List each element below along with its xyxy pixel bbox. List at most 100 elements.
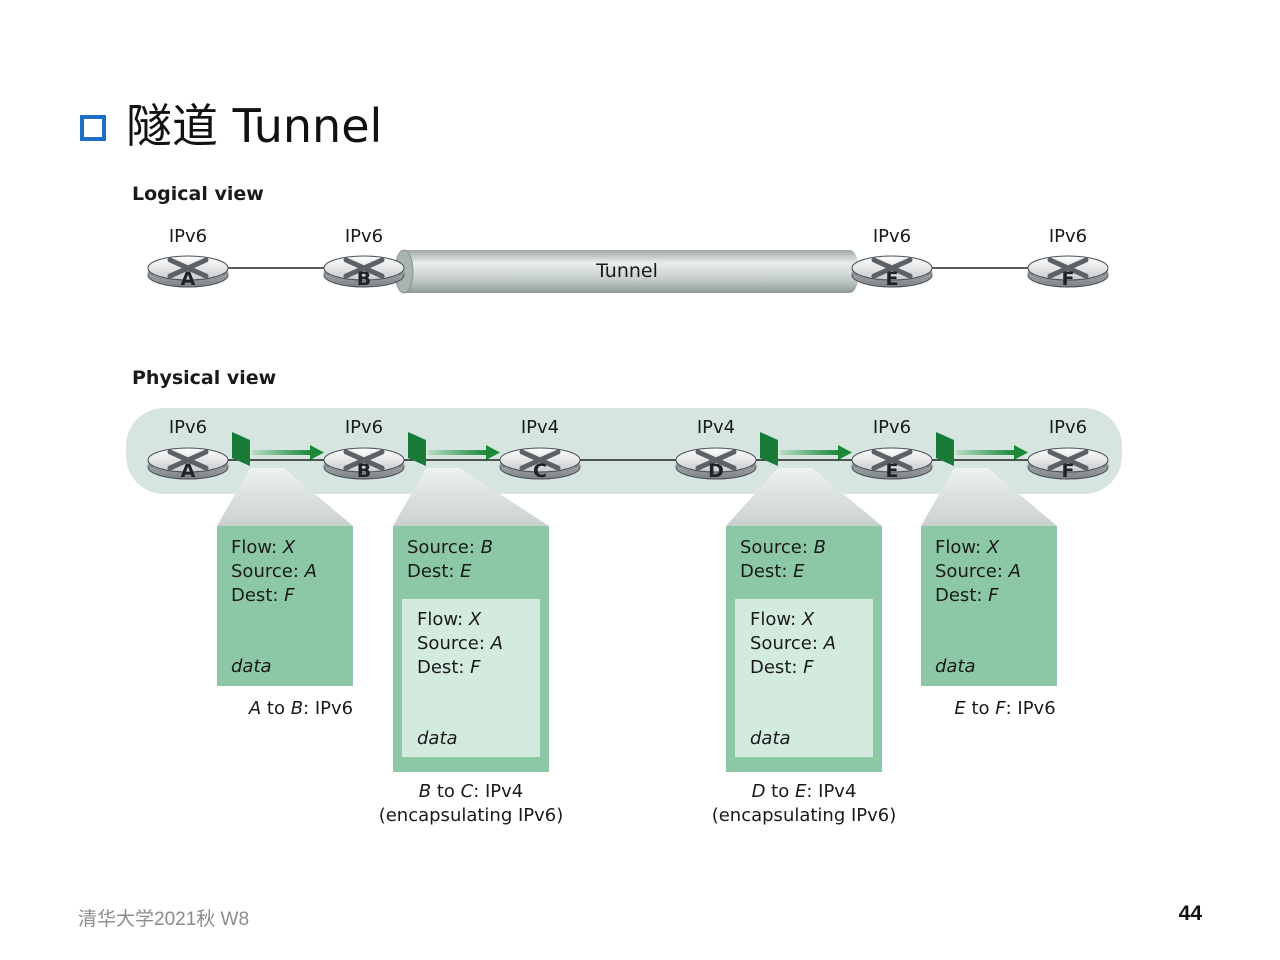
packet-box: Source: B Dest: E Flow: X Source: A Dest: F d… <box>393 526 549 772</box>
arrow-shaft <box>956 450 1014 455</box>
packet-funnel <box>921 468 1057 526</box>
header-field: Dest: F <box>935 585 999 606</box>
page-title: 隧道 Tunnel <box>126 99 383 153</box>
router-proto-label: IPv6 <box>873 417 911 438</box>
router-a: A <box>147 255 229 290</box>
router-cross-icon <box>871 257 913 279</box>
arrow-shaft <box>780 450 838 455</box>
header-field: Flow: X <box>231 537 296 558</box>
payload-label: data <box>417 728 458 749</box>
router-proto-label: IPv6 <box>169 226 207 247</box>
encapsulated-packet <box>735 599 873 757</box>
router-label: D <box>708 460 724 482</box>
packet-funnel <box>217 468 353 526</box>
packet-caption-sub: (encapsulating IPv6) <box>379 805 564 826</box>
router-cross-icon <box>1047 257 1089 279</box>
router-label: C <box>533 460 547 482</box>
header-field: Source: B <box>740 537 826 558</box>
packet-box: Flow: X Source: A Dest: F data <box>217 526 353 686</box>
router-cross-icon <box>519 449 561 471</box>
logical-view-heading: Logical view <box>132 183 264 205</box>
packet-flag-icon <box>760 432 778 466</box>
footer-course-label: 清华大学2021秋 W8 <box>78 909 250 930</box>
packet-headers: Flow: X Source: A Dest: F data A to B: IPv6 S… <box>217 526 1057 826</box>
arrow-head-icon <box>838 445 852 460</box>
header-field: Source: A <box>750 633 836 654</box>
header-field: Dest: E <box>407 561 472 582</box>
slide-title: 隧道 Tunnel <box>80 96 382 156</box>
router-proto-label: IPv6 <box>345 226 383 247</box>
header-field: Flow: X <box>935 537 1000 558</box>
header-field: Source: A <box>935 561 1021 582</box>
arrow-head-icon <box>486 445 500 460</box>
packet-funnel <box>393 468 549 526</box>
router-label: B <box>357 460 371 482</box>
packet-caption-sub: (encapsulating IPv6) <box>712 805 897 826</box>
packet-funnel <box>726 468 882 526</box>
packet-box: Source: B Dest: E Flow: X Source: A Dest: F d… <box>726 526 882 772</box>
router-cross-icon <box>1047 449 1089 471</box>
router-proto-label: IPv6 <box>1049 417 1087 438</box>
tunnel-label: Tunnel <box>595 260 658 282</box>
header-field: Source: A <box>417 633 503 654</box>
tunnel-tube: Tunnel <box>394 249 859 294</box>
router-cross-icon <box>695 449 737 471</box>
arrow-shaft <box>428 450 486 455</box>
router-b: B <box>323 255 405 290</box>
square-bullet-icon <box>80 115 106 141</box>
router-label: E <box>886 460 899 482</box>
router-label: A <box>181 268 196 290</box>
packet-caption: E to F: IPv6 <box>954 698 1055 719</box>
arrow-head-icon <box>310 445 324 460</box>
header-field: Dest: F <box>231 585 295 606</box>
header-field: Dest: F <box>750 657 814 678</box>
router-cross-icon <box>871 449 913 471</box>
router-proto-label: IPv6 <box>169 417 207 438</box>
packet-outer <box>217 526 353 686</box>
header-field: Source: A <box>231 561 317 582</box>
router-cross-icon <box>343 449 385 471</box>
router-label: A <box>181 460 196 482</box>
packet-flag-icon <box>408 432 426 466</box>
header-field: Flow: X <box>417 609 482 630</box>
packet-caption: A to B: IPv6 <box>248 698 353 719</box>
payload-label: data <box>750 728 791 749</box>
router-label: F <box>1062 268 1075 290</box>
router-b: B <box>323 447 405 482</box>
packet-caption: D to E: IPv4 <box>752 781 857 802</box>
header-field: Flow: X <box>750 609 815 630</box>
packet-outer <box>921 526 1057 686</box>
router-f: F <box>1027 255 1109 290</box>
page-number: 44 <box>1178 902 1202 925</box>
router-label: B <box>357 268 371 290</box>
arrow-head-icon <box>1014 445 1028 460</box>
router-e: E <box>851 447 933 482</box>
router-cross-icon <box>343 257 385 279</box>
router-label: E <box>886 268 899 290</box>
packet-flag-icon <box>936 432 954 466</box>
payload-label: data <box>231 656 272 677</box>
payload-label: data <box>935 656 976 677</box>
encapsulated-packet <box>402 599 540 757</box>
packet-flag-icon <box>232 432 250 466</box>
router-a: A <box>147 447 229 482</box>
router-proto-label: IPv4 <box>521 417 559 438</box>
header-field: Source: B <box>407 537 493 558</box>
router-c: C <box>499 447 581 482</box>
router-f: F <box>1027 447 1109 482</box>
router-cross-icon <box>167 257 209 279</box>
header-field: Dest: F <box>417 657 481 678</box>
packet-box: Flow: X Source: A Dest: F data <box>921 526 1057 686</box>
header-field: Dest: E <box>740 561 805 582</box>
router-cross-icon <box>167 449 209 471</box>
router-proto-label: IPv6 <box>873 226 911 247</box>
router-e: E <box>851 255 933 290</box>
physical-view-heading: Physical view <box>132 367 276 389</box>
router-proto-label: IPv4 <box>697 417 735 438</box>
router-label: F <box>1062 460 1075 482</box>
router-proto-label: IPv6 <box>345 417 383 438</box>
router-d: D <box>675 447 757 482</box>
arrow-shaft <box>252 450 310 455</box>
